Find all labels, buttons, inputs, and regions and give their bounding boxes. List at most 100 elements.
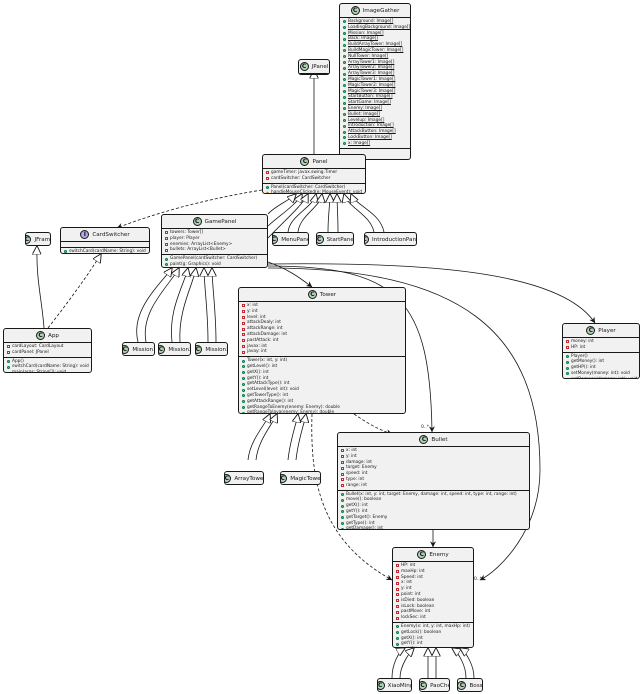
attribute: MagicTower2: Image[] <box>343 83 408 89</box>
attribute-text: level: int <box>247 314 266 320</box>
method: getAttackType(): int <box>242 381 403 387</box>
class-icon: C <box>378 681 385 690</box>
method-text: getType(): int <box>346 520 375 526</box>
attribute: javay: int <box>242 349 403 355</box>
method-section: switchCard(cardName: String): void <box>61 248 149 253</box>
attribute: Mission: Image[] <box>343 31 408 37</box>
attribute-text: point: int <box>401 591 421 597</box>
attribute: Background: Image[] <box>343 19 408 25</box>
class-name: MagicTower <box>290 475 321 482</box>
class-icon: C <box>273 235 279 244</box>
method-text: getX(): int <box>346 503 368 509</box>
method: GamePanel(cardSwitcher: CardSwitcher) <box>165 256 265 262</box>
attribute-text: ArrayTower2: Image[] <box>348 65 395 71</box>
method-text: getTarget(): Enemy <box>346 514 388 520</box>
attribute-text: MagicTower2: Image[] <box>348 82 396 88</box>
attribute: pastAttack: int <box>242 338 403 344</box>
private-visibility-icon <box>396 570 399 574</box>
attribute: x: int <box>341 448 527 454</box>
public-visibility-icon <box>343 136 346 140</box>
public-visibility-icon <box>396 625 399 629</box>
public-visibility-icon <box>64 250 67 253</box>
private-visibility-icon <box>341 455 344 459</box>
public-visibility-icon <box>343 66 346 70</box>
attribute-text: y: int <box>401 586 412 592</box>
class-icon: C <box>419 435 429 444</box>
method: getY(): int <box>242 376 403 382</box>
class-icon: C <box>225 474 232 483</box>
app-implements-cardswitcher <box>47 254 101 329</box>
public-visibility-icon <box>343 142 346 146</box>
public-visibility-icon <box>343 130 346 134</box>
public-visibility-icon <box>343 72 346 76</box>
attribute-text: target: Enemy <box>346 465 377 471</box>
private-visibility-icon <box>242 333 245 337</box>
attribute: StartButton: Image[] <box>343 94 408 100</box>
public-visibility-icon <box>343 60 346 64</box>
method: getX(): int <box>242 370 403 376</box>
class-name: IntroductionPanel <box>372 236 417 243</box>
method: getHP(): int <box>566 365 637 371</box>
public-visibility-icon <box>566 372 569 376</box>
private-visibility-icon <box>266 177 269 181</box>
private-visibility-icon <box>266 171 269 175</box>
private-visibility-icon <box>396 575 399 579</box>
method: getRangeToJava(enemy: Enemy): double <box>242 410 403 413</box>
attribute: Back: Image[] <box>343 36 408 42</box>
public-visibility-icon <box>396 642 399 646</box>
attribute-text: x: int <box>247 303 258 308</box>
method: getX(): int <box>396 636 471 642</box>
attribute-text: LockButton: Image[] <box>348 134 392 140</box>
attribute: attackDamage: int <box>242 332 403 338</box>
public-visibility-icon <box>242 394 245 398</box>
method-text: main(args: String[]): void <box>12 370 67 373</box>
attribute-text: Background: Image[] <box>348 19 394 24</box>
method-text: setLevel(level: int): void <box>247 387 299 393</box>
attribute: cardPanel: JPanel <box>7 350 89 356</box>
private-visibility-icon <box>396 616 399 620</box>
public-visibility-icon <box>566 360 569 364</box>
gamepanel-to-enemy <box>267 267 541 581</box>
public-visibility-icon <box>566 354 569 358</box>
multiplicity-bullets: 0..* <box>421 424 430 430</box>
attribute: maxHp: int <box>396 569 471 575</box>
attribute: x: int <box>396 580 471 586</box>
public-visibility-icon <box>242 411 245 413</box>
attribute: LoadingBackground: Image[] <box>343 25 410 31</box>
attribute-section: Background: Image[]LoadingBackground: Im… <box>340 18 410 149</box>
gamepanel-to-player <box>267 263 596 324</box>
class-name: JPanel <box>311 63 329 70</box>
class-icon: C <box>350 6 360 15</box>
method-text: getY(): int <box>247 375 269 381</box>
panel-uses-cardswitcher <box>116 189 263 229</box>
attribute: BuildMagicTower: Image[] <box>343 48 408 54</box>
method: getX(): int <box>341 503 527 509</box>
xiaoming-extends-enemy-b <box>399 648 414 679</box>
public-visibility-icon <box>242 400 245 404</box>
class-icon: C <box>36 331 46 340</box>
public-visibility-icon <box>343 118 346 122</box>
method-section: Enemy(x: int, y: int, maxHp: int)getLock… <box>393 623 473 647</box>
class-name: Bullet <box>431 436 448 443</box>
public-visibility-icon <box>343 107 346 111</box>
method: Bullet(x: int, y: int, target: Enemy, da… <box>341 492 527 498</box>
method: getType(): int <box>341 521 527 527</box>
class-name: JFrame <box>34 236 51 243</box>
private-visibility-icon <box>242 304 245 308</box>
class-name: Player <box>598 327 616 334</box>
method-text: paint(g: Graphics): void <box>170 261 221 267</box>
method: getLevel(): int <box>242 364 403 370</box>
method-text: setMoney(money: int): void <box>571 370 630 376</box>
